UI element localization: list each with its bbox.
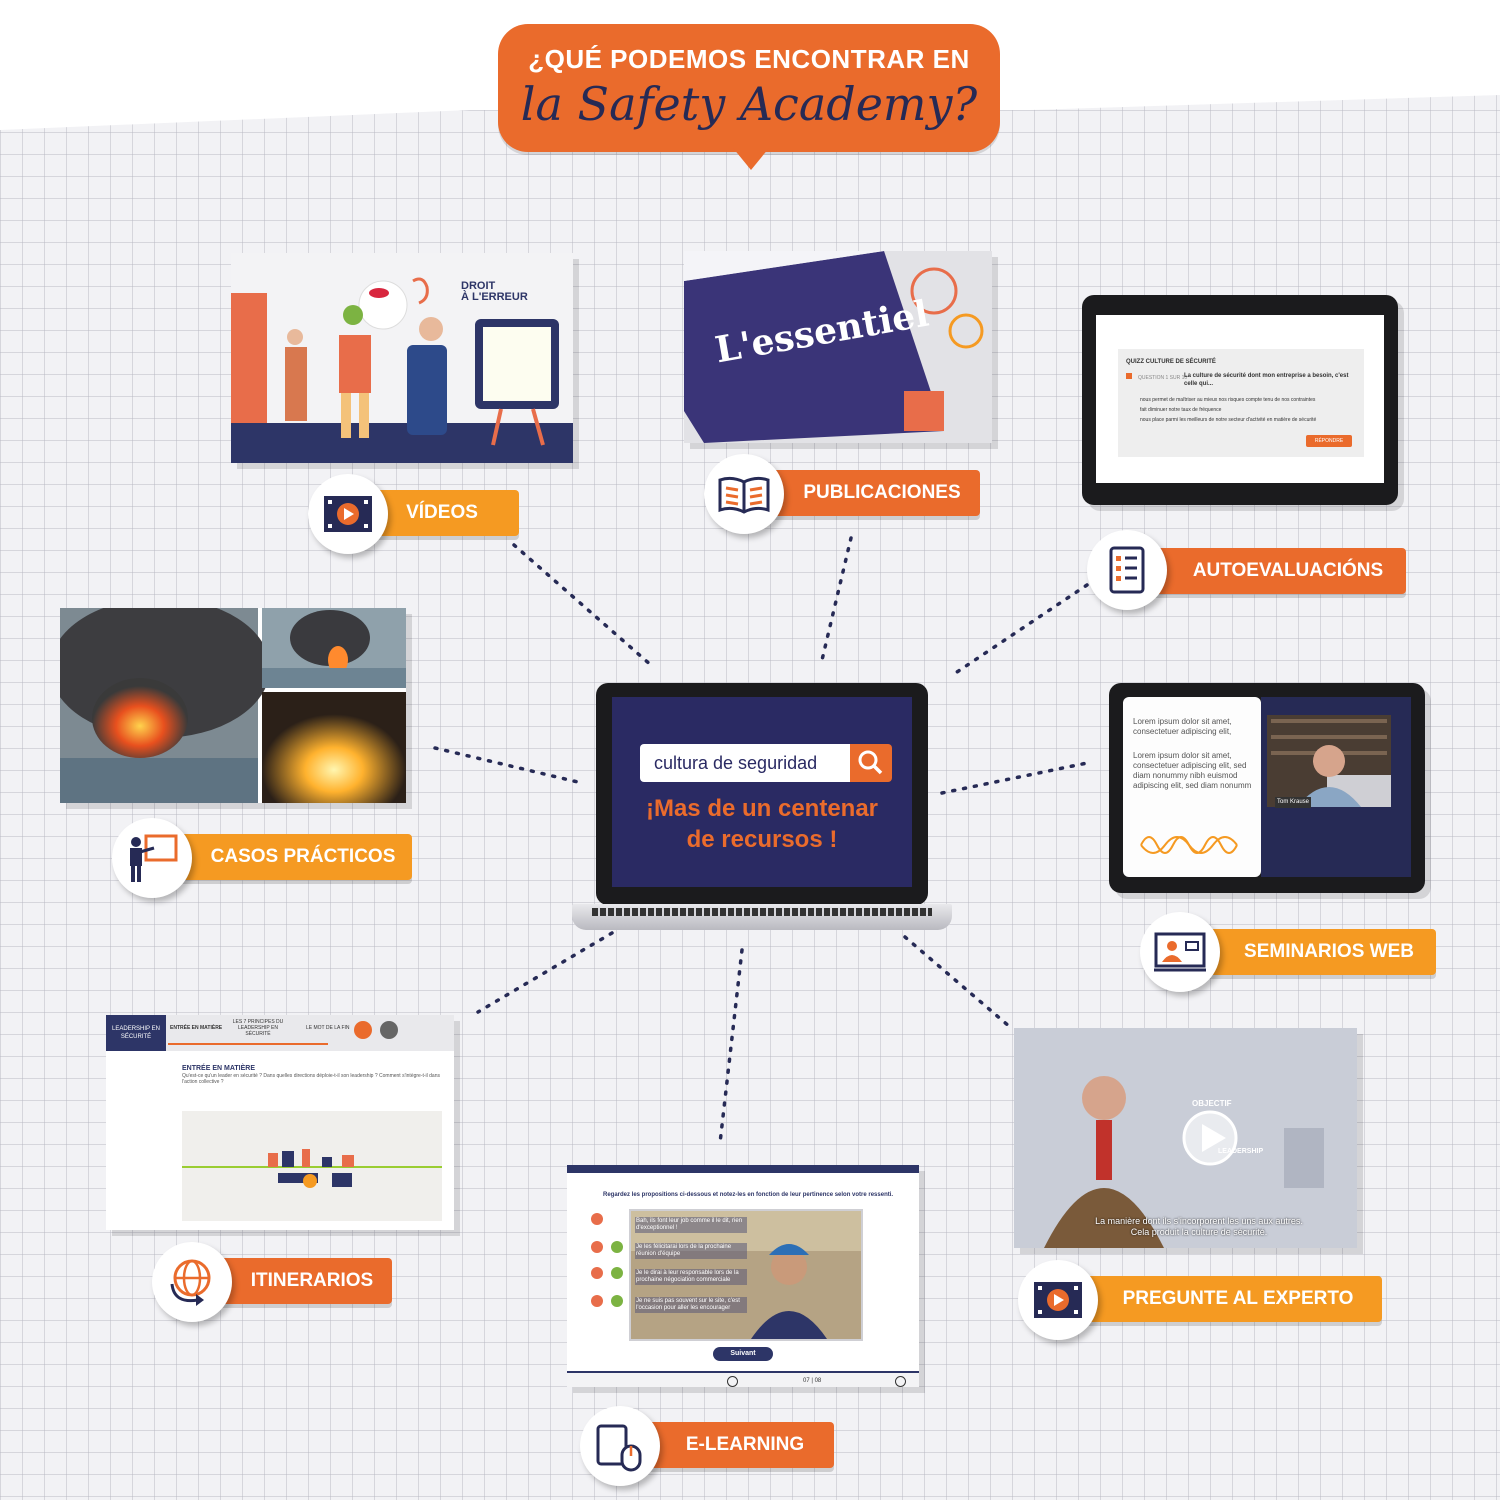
progress-track <box>168 1043 328 1045</box>
next-button[interactable]: Suivant <box>713 1347 773 1361</box>
resources-tagline: ¡Mas de un centenar de recursos ! <box>612 793 912 855</box>
title-bubble: ¿QUÉ PODEMOS ENCONTRAR EN la Safety Acad… <box>498 24 1000 152</box>
globe-route-icon <box>152 1242 232 1322</box>
player-controls: 07 | 08 <box>567 1371 919 1387</box>
quiz-option-3[interactable]: nous place parmi les meilleurs de notre … <box>1140 417 1317 423</box>
itinerarios-thumbnail[interactable]: LEADERSHIP EN SÉCURITÉ ENTRÉE EN MATIÈRE… <box>106 1015 454 1230</box>
checklist-icon <box>1087 530 1167 610</box>
laptop-display: cultura de seguridad ¡Mas de un centenar… <box>612 697 912 887</box>
elearning-thumbnail[interactable]: Regardez les propositions ci-dessous et … <box>567 1165 919 1387</box>
elearning-topbar <box>567 1165 919 1173</box>
elearning-option-4[interactable]: Je ne suis pas souvent sur le site, c'es… <box>635 1297 747 1313</box>
tagline-line-2: de recursos ! <box>686 826 838 853</box>
itinerarios-label[interactable]: ITINERARIOS <box>206 1258 392 1304</box>
elearning-option-1[interactable]: Bah, ils font leur job comme il le dit, … <box>635 1217 747 1233</box>
tablet-mouse-icon <box>580 1406 660 1486</box>
magazine-photo <box>684 251 992 443</box>
subtitle-line-2: Cela produit la culture de sécurité. <box>1130 1227 1268 1237</box>
seminarios-label-text: SEMINARIOS WEB <box>1244 941 1414 962</box>
quiz-option-2[interactable]: fait diminuer notre taux de fréquence <box>1140 407 1222 413</box>
elearning-label[interactable]: E-LEARNING <box>634 1422 834 1468</box>
webinar-video-panel: Tom Krause <box>1261 697 1411 877</box>
waveform-icon <box>1140 836 1238 854</box>
elearning-video[interactable]: Bah, ils font leur job comme il le dit, … <box>629 1209 863 1341</box>
speaker-video[interactable] <box>1267 715 1391 807</box>
autoevaluaciones-tablet[interactable]: QUIZZ CULTURE DE SÉCURITÉ QUESTION 1 SUR… <box>1082 295 1398 505</box>
seminarios-tablet[interactable]: Lorem ipsum dolor sit amet, consectetuer… <box>1109 683 1425 893</box>
search-button[interactable] <box>850 744 892 782</box>
experto-label[interactable]: PREGUNTE AL EXPERTO <box>1072 1276 1382 1322</box>
droit-a-lerreur-illustration <box>231 277 573 463</box>
videos-thumbnail[interactable]: DROIT À L'ERREUR <box>231 253 573 463</box>
course-tab-1[interactable]: ENTRÉE EN MATIÈRE <box>170 1025 223 1031</box>
casos-label[interactable]: CASOS PRÁCTICOS <box>166 834 412 880</box>
itinerarios-label-text: ITINERARIOS <box>250 1270 374 1291</box>
publicaciones-thumbnail[interactable]: L'essentiel <box>684 251 992 443</box>
search-input[interactable]: cultura de seguridad <box>640 744 850 782</box>
videos-thumb-text: DROIT À L'ERREUR <box>461 280 528 303</box>
videos-label-text: VÍDEOS <box>406 502 478 523</box>
elearning-option-2[interactable]: Je les félicitarai lors de la prochaine … <box>635 1243 747 1259</box>
quiz-question: La culture de sécurité dont mon entrepri… <box>1184 373 1349 387</box>
subtitle-line-1: La manière dont ils s'incorporent les un… <box>1095 1216 1303 1226</box>
webinar-notes-panel: Lorem ipsum dolor sit amet, consectetuer… <box>1123 697 1261 877</box>
quiz-answer-button[interactable]: RÉPONDRE <box>1306 435 1352 447</box>
film-play-icon-expert <box>1018 1260 1098 1340</box>
presenter-board-icon <box>112 818 192 898</box>
search-icon <box>858 750 883 775</box>
close-icon[interactable] <box>895 1376 906 1387</box>
page-counter: 07 | 08 <box>803 1378 822 1384</box>
course-tab-2[interactable]: LES 7 PRINCIPES DU LEADERSHIP EN SÉCURIT… <box>232 1019 284 1037</box>
pause-icon[interactable] <box>727 1376 738 1387</box>
expert-video <box>1014 1028 1357 1248</box>
next-badge-icon[interactable] <box>380 1021 398 1039</box>
laptop-keyboard-base <box>572 904 952 930</box>
quiz-bullet-icon <box>1126 373 1132 379</box>
publicaciones-label-text: PUBLICACIONES <box>803 482 961 503</box>
dotted-connectors <box>433 536 1089 1145</box>
section-body: Qu'est-ce qu'un leader en sécurité ? Dan… <box>182 1073 440 1085</box>
autoevaluaciones-label[interactable]: AUTOEVALUACIÓNS <box>1136 548 1406 594</box>
webinar-text-1: Lorem ipsum dolor sit amet, consectetuer… <box>1133 717 1232 736</box>
leadership-text: LEADERSHIP <box>1218 1148 1264 1155</box>
seminarios-label[interactable]: SEMINARIOS WEB <box>1196 929 1436 975</box>
quiz-title: QUIZZ CULTURE DE SÉCURITÉ <box>1126 359 1216 365</box>
factory-illustration <box>182 1149 442 1188</box>
quiz-badge-icon[interactable] <box>354 1021 372 1039</box>
title-line-1: ¿QUÉ PODEMOS ENCONTRAR EN <box>528 44 970 74</box>
elearning-option-3[interactable]: Je le dirai à leur responsable lors de l… <box>635 1269 747 1285</box>
elearning-instruction: Regardez les propositions ci-dessous et … <box>603 1192 894 1198</box>
rating-icons[interactable] <box>587 1205 633 1315</box>
elearning-label-text: E-LEARNING <box>685 1434 805 1455</box>
quiz-option-1[interactable]: nous permet de maîtriser au mieux nos ri… <box>1140 397 1316 403</box>
laptop-screen: cultura de seguridad ¡Mas de un centenar… <box>596 683 928 905</box>
autoevaluaciones-label-text: AUTOEVALUACIÓNS <box>1192 560 1384 581</box>
course-tab-3[interactable]: LE MOT DE LA FIN <box>306 1025 350 1031</box>
casos-thumbnail[interactable] <box>60 608 406 803</box>
webinar-screen-icon <box>1140 912 1220 992</box>
oil-rig-fire-photos <box>60 608 406 803</box>
speaker-name: Tom Krause <box>1275 797 1312 808</box>
title-line-2: la Safety Academy? <box>520 77 978 131</box>
webinar-text-2: Lorem ipsum dolor sit amet, consectetuer… <box>1133 751 1252 790</box>
tagline-line-1: ¡Mas de un centenar <box>645 795 879 822</box>
experto-thumbnail[interactable]: OBJECTIF LEADERSHIP La manière dont ils … <box>1014 1028 1357 1248</box>
title-bubble-tail <box>733 148 769 170</box>
quiz-card: QUIZZ CULTURE DE SÉCURITÉ QUESTION 1 SUR… <box>1118 349 1364 457</box>
section-heading: ENTRÉE EN MATIÈRE <box>182 1065 255 1072</box>
casos-label-text: CASOS PRÁCTICOS <box>210 846 396 867</box>
film-play-icon <box>308 474 388 554</box>
video-subtitle: La manière dont ils s'incorporent les un… <box>1054 1216 1344 1238</box>
experto-label-text: PREGUNTE AL EXPERTO <box>1122 1288 1354 1309</box>
laptop-keys <box>592 908 932 916</box>
quiz-question-meta: QUESTION 1 SUR 10 <box>1138 375 1188 381</box>
publicaciones-label[interactable]: PUBLICACIONES <box>756 470 980 516</box>
course-video[interactable] <box>182 1111 442 1221</box>
open-book-icon <box>704 454 784 534</box>
course-title: LEADERSHIP EN SÉCURITÉ <box>106 1015 166 1051</box>
objectif-text: OBJECTIF <box>1192 1099 1232 1108</box>
quiz-screen: QUIZZ CULTURE DE SÉCURITÉ QUESTION 1 SUR… <box>1096 315 1384 483</box>
